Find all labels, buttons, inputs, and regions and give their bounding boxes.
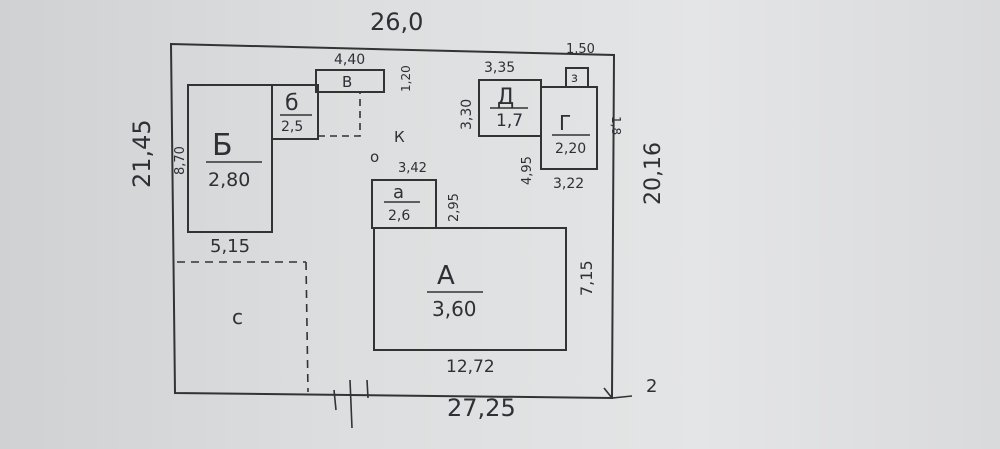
- yard-label-k: К: [394, 128, 405, 146]
- building-v-height: 1,20: [399, 65, 413, 92]
- building-v: [315, 69, 385, 93]
- building-d-letter: Д: [497, 85, 514, 110]
- building-b-big-area: 2,80: [208, 169, 250, 191]
- gate-marks: [333, 379, 369, 429]
- building-b-small-area: 2,5: [281, 119, 303, 135]
- building-g-height: 4,95: [520, 156, 535, 185]
- corner-hook-mark: [603, 387, 633, 399]
- building-z-height: 1,8: [609, 116, 623, 135]
- building-g-letter: Г: [559, 111, 571, 135]
- building-v-letter: В: [342, 73, 352, 91]
- building-a-small-height: 2,95: [447, 193, 462, 222]
- plot-right-dimension: 20,16: [641, 142, 666, 205]
- building-b-big-letter: Б: [212, 128, 233, 163]
- building-d-height: 3,30: [459, 99, 475, 130]
- dashed-outline-v: [318, 92, 361, 137]
- building-d-width: 3,35: [484, 60, 515, 76]
- garden-dashed-lines: [177, 261, 309, 393]
- garden-label: с: [232, 305, 243, 329]
- corner-mark-label: 2: [646, 376, 657, 397]
- building-v-width: 4,40: [334, 52, 365, 68]
- building-b-big-height: 8,70: [173, 146, 188, 175]
- building-d-area: 1,7: [496, 111, 523, 131]
- building-b-big-width: 5,15: [210, 236, 250, 257]
- building-b-big: [187, 84, 273, 233]
- building-a-small-letter: а: [393, 182, 404, 203]
- building-z: [565, 67, 589, 88]
- building-z-width: 1,50: [566, 42, 595, 57]
- yard-label-o: о: [370, 148, 379, 166]
- building-g-width: 3,22: [553, 176, 584, 192]
- building-a-main: [373, 227, 567, 351]
- building-a-small-width: 3,42: [398, 161, 427, 176]
- plot-top-dimension: 26,0: [370, 8, 423, 36]
- plot-bottom-dimension: 27,25: [447, 394, 516, 422]
- building-g-area: 2,20: [555, 141, 586, 157]
- building-a-main-width: 12,72: [446, 357, 495, 377]
- building-a-main-area: 3,60: [432, 297, 477, 321]
- building-a-small-area: 2,6: [388, 208, 410, 224]
- building-b-small-letter: б: [285, 91, 299, 116]
- plot-left-dimension: 21,45: [128, 119, 156, 188]
- building-a-main-height: 7,15: [577, 260, 596, 296]
- building-b-small: [271, 84, 319, 140]
- building-z-letter: з: [571, 71, 578, 86]
- building-a-main-letter: А: [437, 261, 455, 291]
